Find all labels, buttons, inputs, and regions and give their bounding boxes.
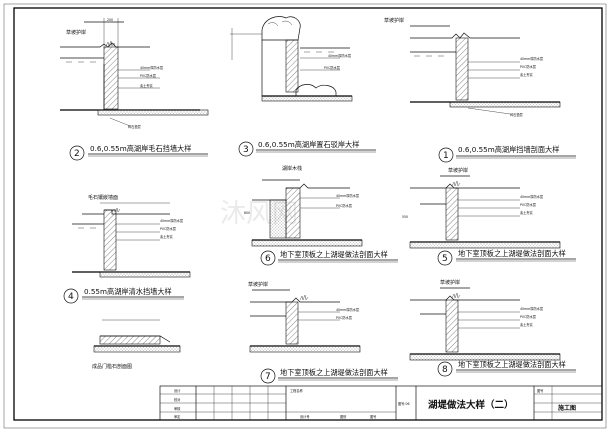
detail-6-note-2: PVC防水层	[336, 203, 352, 208]
detail-1-note-1: 40mm厚防水层	[520, 56, 543, 61]
detail-2-number-circle	[69, 145, 85, 161]
detail-1: 草坡护岸 40mm厚防水层 PVC防水层 素土夯实 碎石垫层 1 0.6,0.5…	[384, 17, 576, 163]
detail-3: 40mm厚防水层 PVC防水层 3 0.6,0.55m高湖岸置石驳岸大样	[230, 16, 376, 157]
detail-1-heading: 草坡护岸	[384, 17, 404, 24]
detail-6-caption: 地下室顶板之上湖堤做法剖面大样	[280, 250, 388, 259]
detail-6-heading: 湖岸木栈	[282, 165, 302, 172]
detail-3-number-circle	[238, 141, 254, 157]
detail-4-number: 4	[68, 292, 74, 302]
detail-8: 草坡护岸 40mm厚防水层 PVC防水层 素土夯实 8 地下室顶板之上湖堤做法剖…	[409, 279, 576, 377]
detail-6-number: 6	[265, 254, 271, 264]
detail-5-note-3: 素土夯实	[520, 210, 533, 215]
detail-5-number: 5	[442, 254, 448, 264]
detail-6: 湖岸木栈 40mm厚防水层 PVC防水层 600 6 地下室顶板之上湖堤做法剖面…	[244, 165, 398, 266]
tb-col-no: 图号	[370, 414, 376, 419]
detail-6-number-circle	[260, 250, 276, 266]
detail-5-note-1: 40mm厚防水层	[520, 194, 543, 199]
detail-5-number-circle	[437, 250, 453, 266]
detail-1-note-2: PVC防水层	[520, 64, 536, 69]
detail-2: 草坡护岸 200 40mm厚防水层 PVC防水层 素土夯实 碎石垫层 2 0.6…	[60, 18, 209, 161]
detail-8-note-3: 素土夯实	[520, 322, 533, 327]
tb-scale-mark: 图号:06	[398, 401, 410, 406]
detail-7-caption: 地下室顶板之上湖堤做法剖面大样	[280, 368, 388, 377]
detail-4-note-1: 40mm厚防水层	[160, 218, 183, 223]
detail-1-caption: 0.6,0.55m高湖岸挡墙剖面大样	[458, 145, 559, 154]
detail-4-number-circle	[63, 288, 79, 304]
detail-3-note-1: 40mm厚防水层	[328, 53, 351, 58]
detail-1-number: 1	[443, 151, 449, 161]
drawing-title: 湖堤做法大样（二）	[428, 399, 514, 411]
detail-5-caption: 地下室顶板之上湖堤做法剖面大样	[458, 249, 566, 258]
detail-1-note-4: 碎石垫层	[510, 112, 523, 117]
tb-row-3: 审核	[174, 406, 181, 411]
detail-5-dim: 550	[402, 215, 408, 219]
detail-7-number-circle	[260, 368, 276, 384]
outer-border	[3, 3, 607, 429]
detail-8-heading: 草坡护岸	[440, 279, 460, 286]
drawing-stage: 施工图	[558, 404, 576, 412]
detail-3-caption: 0.6,0.55m高湖岸置石驳岸大样	[258, 140, 359, 149]
detail-8-number: 8	[442, 365, 448, 375]
detail-7-heading: 草坡护岸	[248, 281, 268, 288]
tb-project-label: 工程名称	[290, 388, 304, 393]
tb-col-type: 图别	[340, 414, 346, 419]
detail-1-note-3: 素土夯实	[520, 72, 533, 77]
detail-2-heading: 草坡护岸	[66, 29, 86, 36]
detail-1-number-circle	[438, 147, 454, 163]
detail-5-note-2: PVC防水层	[520, 202, 536, 207]
tb-col-design-no: 设计号	[300, 414, 310, 419]
detail-2-number: 2	[74, 149, 80, 159]
detail-2-note-2: PVC防水层	[140, 73, 156, 78]
detail-7-note-1: 40mm厚防水层	[336, 307, 359, 312]
threshold-detail: 成品门槛石剖面图	[92, 319, 181, 370]
title-block: 设计 校对 审核 审定 工程名称 设计号 图别 图号 图号:06 湖堤做法大样（…	[159, 385, 603, 421]
tb-row-1: 设计	[174, 388, 181, 393]
detail-6-dim: 600	[244, 211, 250, 215]
tb-drawing-no-label: 图号	[537, 388, 543, 393]
threshold-caption: 成品门槛石剖面图	[92, 363, 132, 370]
detail-8-number-circle	[437, 361, 453, 377]
detail-3-note-2: PVC防水层	[324, 65, 340, 70]
tb-row-2: 校对	[174, 397, 181, 402]
detail-3-number: 3	[243, 145, 249, 155]
detail-4: 毛石镶嵌墙面 40mm厚防水层 PVC防水层 素土夯实 4 0.55m高湖岸清水…	[63, 194, 191, 304]
detail-7-note-2: PVC防水层	[336, 315, 352, 320]
detail-2-note-3: 素土夯实	[140, 83, 153, 88]
detail-2-caption: 0.6,0.55m高湖岸毛石挡墙大样	[90, 144, 191, 153]
detail-8-note-2: PVC防水层	[520, 314, 536, 319]
detail-7: 草坡护岸 40mm厚防水层 PVC防水层 7 地下室顶板之上湖堤做法剖面大样	[248, 281, 398, 384]
detail-8-note-1: 40mm厚防水层	[520, 306, 543, 311]
detail-4-caption: 0.55m高湖岸清水挡墙大样	[84, 287, 172, 296]
detail-2-note-4: 碎石垫层	[128, 124, 141, 129]
detail-4-note-2: PVC防水层	[160, 226, 176, 231]
detail-4-heading: 毛石镶嵌墙面	[88, 194, 118, 201]
detail-7-number: 7	[265, 372, 271, 382]
detail-2-dim: 200	[107, 18, 113, 22]
detail-2-note-1: 40mm厚防水层	[140, 65, 163, 70]
detail-8-caption: 地下室顶板之上湖堤做法剖面大样	[458, 360, 566, 369]
detail-5-heading: 草坡护岸	[448, 167, 468, 174]
detail-4-note-3: 素土夯实	[160, 234, 173, 239]
tb-row-4: 审定	[174, 414, 181, 419]
detail-5: 草坡护岸 40mm厚防水层 PVC防水层 素土夯实 550 5 地下室顶板之上湖…	[402, 167, 576, 266]
detail-6-note-1: 40mm厚防水层	[336, 193, 359, 198]
